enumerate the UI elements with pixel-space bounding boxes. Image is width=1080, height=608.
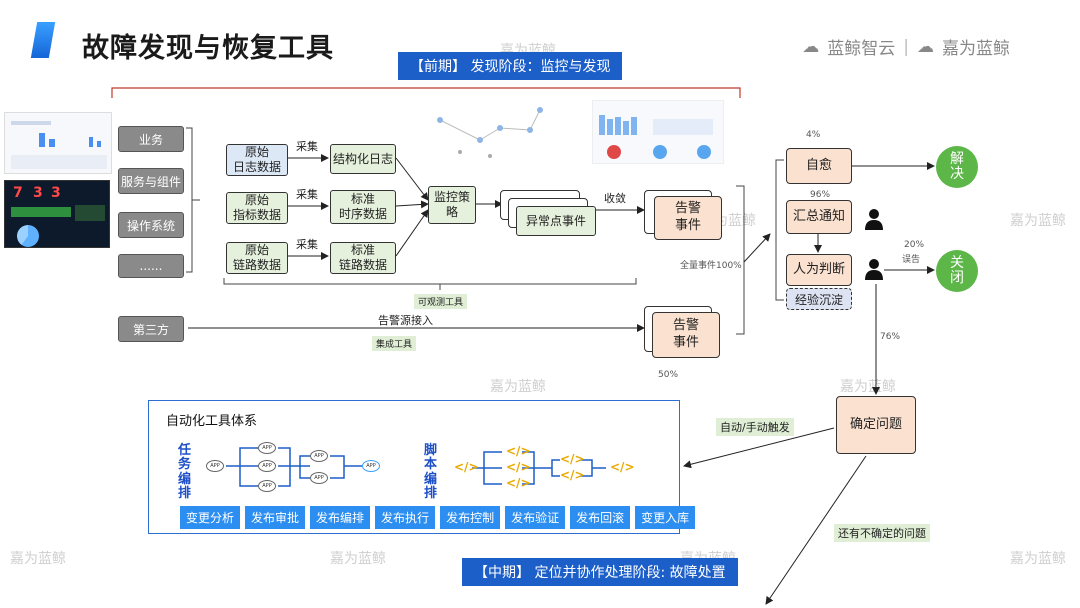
dashboard-thumbnail-light — [4, 112, 112, 174]
early-stage-banner: 【前期】 发现阶段：监控与发现 — [398, 52, 623, 80]
collect-label: 采集 — [296, 140, 318, 153]
watermark: 嘉为蓝鲸 — [840, 379, 896, 395]
app-node: APP — [362, 460, 380, 472]
script-node: </> — [610, 460, 635, 474]
self-heal-node: 自愈 — [786, 148, 852, 184]
page-title: 故障发现与恢复工具 — [82, 33, 334, 64]
close-node: 关 闭 — [936, 250, 978, 292]
script-node: </> — [560, 452, 585, 466]
pct-96-label: 96% — [810, 190, 831, 200]
source-business: 业务 — [118, 126, 184, 152]
task-orchestration-label: 任务编排 — [178, 443, 192, 501]
cloud-icon: ☁ — [917, 36, 934, 57]
app-node: APP — [206, 460, 224, 472]
tag-release-execution: 发布执行 — [375, 506, 436, 529]
trigger-label: 自动/手动触发 — [716, 418, 794, 436]
logo-divider: | — [903, 36, 909, 57]
tag-change-storage: 变更入库 — [635, 506, 696, 529]
tag-release-approval: 发布审批 — [245, 506, 306, 529]
topology-thumbnail — [430, 100, 570, 164]
raw-trace-data: 原始 链路数据 — [226, 242, 288, 274]
source-more: ...... — [118, 254, 184, 278]
app-node: APP — [258, 442, 276, 454]
script-node: </> — [454, 460, 479, 474]
source-services: 服务与组件 — [118, 168, 184, 194]
monitor-strategy: 监控策 略 — [428, 186, 476, 224]
tag-release-rollback: 发布回滚 — [570, 506, 631, 529]
uncertain-label: 还有不确定的问题 — [834, 524, 930, 542]
logo-left: 蓝鲸智云 — [827, 39, 896, 59]
logo-right: 嘉为蓝鲸 — [942, 39, 1010, 59]
pct-76-label: 76% — [880, 332, 901, 342]
source-third-party: 第三方 — [118, 316, 184, 342]
converge-label: 收敛 — [604, 192, 626, 205]
person-icon — [865, 259, 883, 280]
script-node: </> — [506, 476, 531, 490]
metric-digit: 3 — [51, 185, 61, 201]
orchestration-graphics — [226, 447, 606, 487]
false-alarm-label: 误告 — [902, 255, 921, 265]
app-node: APP — [258, 480, 276, 492]
integration-tool-label: 集成工具 — [372, 336, 417, 351]
watermark: 嘉为蓝鲸 — [10, 551, 66, 567]
app-node: APP — [310, 472, 328, 484]
std-timeseries: 标准 时序数据 — [330, 190, 396, 224]
watermark: 嘉为蓝鲸 — [1010, 551, 1066, 567]
all-events-label: 全量事件100% — [680, 261, 742, 271]
resolve-node: 解 决 — [936, 146, 978, 188]
judge-node: 人为判断 — [786, 254, 852, 286]
tag-release-orchestration: 发布编排 — [310, 506, 371, 529]
script-node: </> — [560, 468, 585, 482]
observability-tool-label: 可观测工具 — [414, 294, 468, 309]
anomaly-event: 异常点事件 — [516, 206, 596, 236]
raw-metric-data: 原始 指标数据 — [226, 192, 288, 224]
alert-event: 告警 事件 — [654, 196, 722, 240]
pct-4-label: 4% — [806, 130, 821, 140]
pct-20-label: 20% — [904, 240, 925, 250]
collect-label: 采集 — [296, 238, 318, 251]
metric-digit: 3 — [33, 185, 43, 201]
confirm-problem-node: 确定问题 — [836, 396, 916, 454]
notify-node: 汇总通知 — [786, 200, 852, 234]
experience-node: 经验沉淀 — [786, 288, 852, 310]
person-icon — [865, 209, 883, 230]
metric-digit: 7 — [13, 185, 23, 201]
tag-release-verification: 发布验证 — [505, 506, 566, 529]
alert-event-integrated: 告警 事件 — [652, 312, 720, 358]
watermark: 嘉为蓝鲸 — [1010, 213, 1066, 229]
script-orchestration-label: 脚本编排 — [424, 443, 438, 501]
automation-tags: 变更分析 发布审批 发布编排 发布执行 发布控制 发布验证 发布回滚 变更入库 — [180, 506, 696, 529]
structured-log: 结构化日志 — [330, 144, 396, 174]
script-node: </> — [506, 444, 531, 458]
tag-change-analysis: 变更分析 — [180, 506, 241, 529]
collect-label: 采集 — [296, 188, 318, 201]
watermark: 嘉为蓝鲸 — [330, 551, 386, 567]
app-node: APP — [258, 460, 276, 472]
cloud-icon: ☁ — [802, 36, 820, 57]
metrics-thumbnail — [592, 100, 724, 164]
std-trace: 标准 链路数据 — [330, 242, 396, 274]
automation-title: 自动化工具体系 — [166, 414, 258, 429]
source-os: 操作系统 — [118, 212, 184, 238]
pct-50-label: 50% — [658, 370, 679, 380]
dashboard-thumbnail-dark: 7 3 3 — [4, 180, 110, 248]
watermark: 嘉为蓝鲸 — [490, 379, 546, 395]
raw-log-data: 原始 日志数据 — [226, 144, 288, 176]
middle-stage-banner: 【中期】 定位并协作处理阶段: 故障处置 — [462, 558, 738, 586]
script-node: </> — [506, 460, 531, 474]
alert-source-label: 告警源接入 — [378, 314, 433, 327]
tag-release-control: 发布控制 — [440, 506, 501, 529]
brand-logos: ☁ 蓝鲸智云 | ☁ 嘉为蓝鲸 — [802, 34, 1010, 60]
app-node: APP — [310, 450, 328, 462]
